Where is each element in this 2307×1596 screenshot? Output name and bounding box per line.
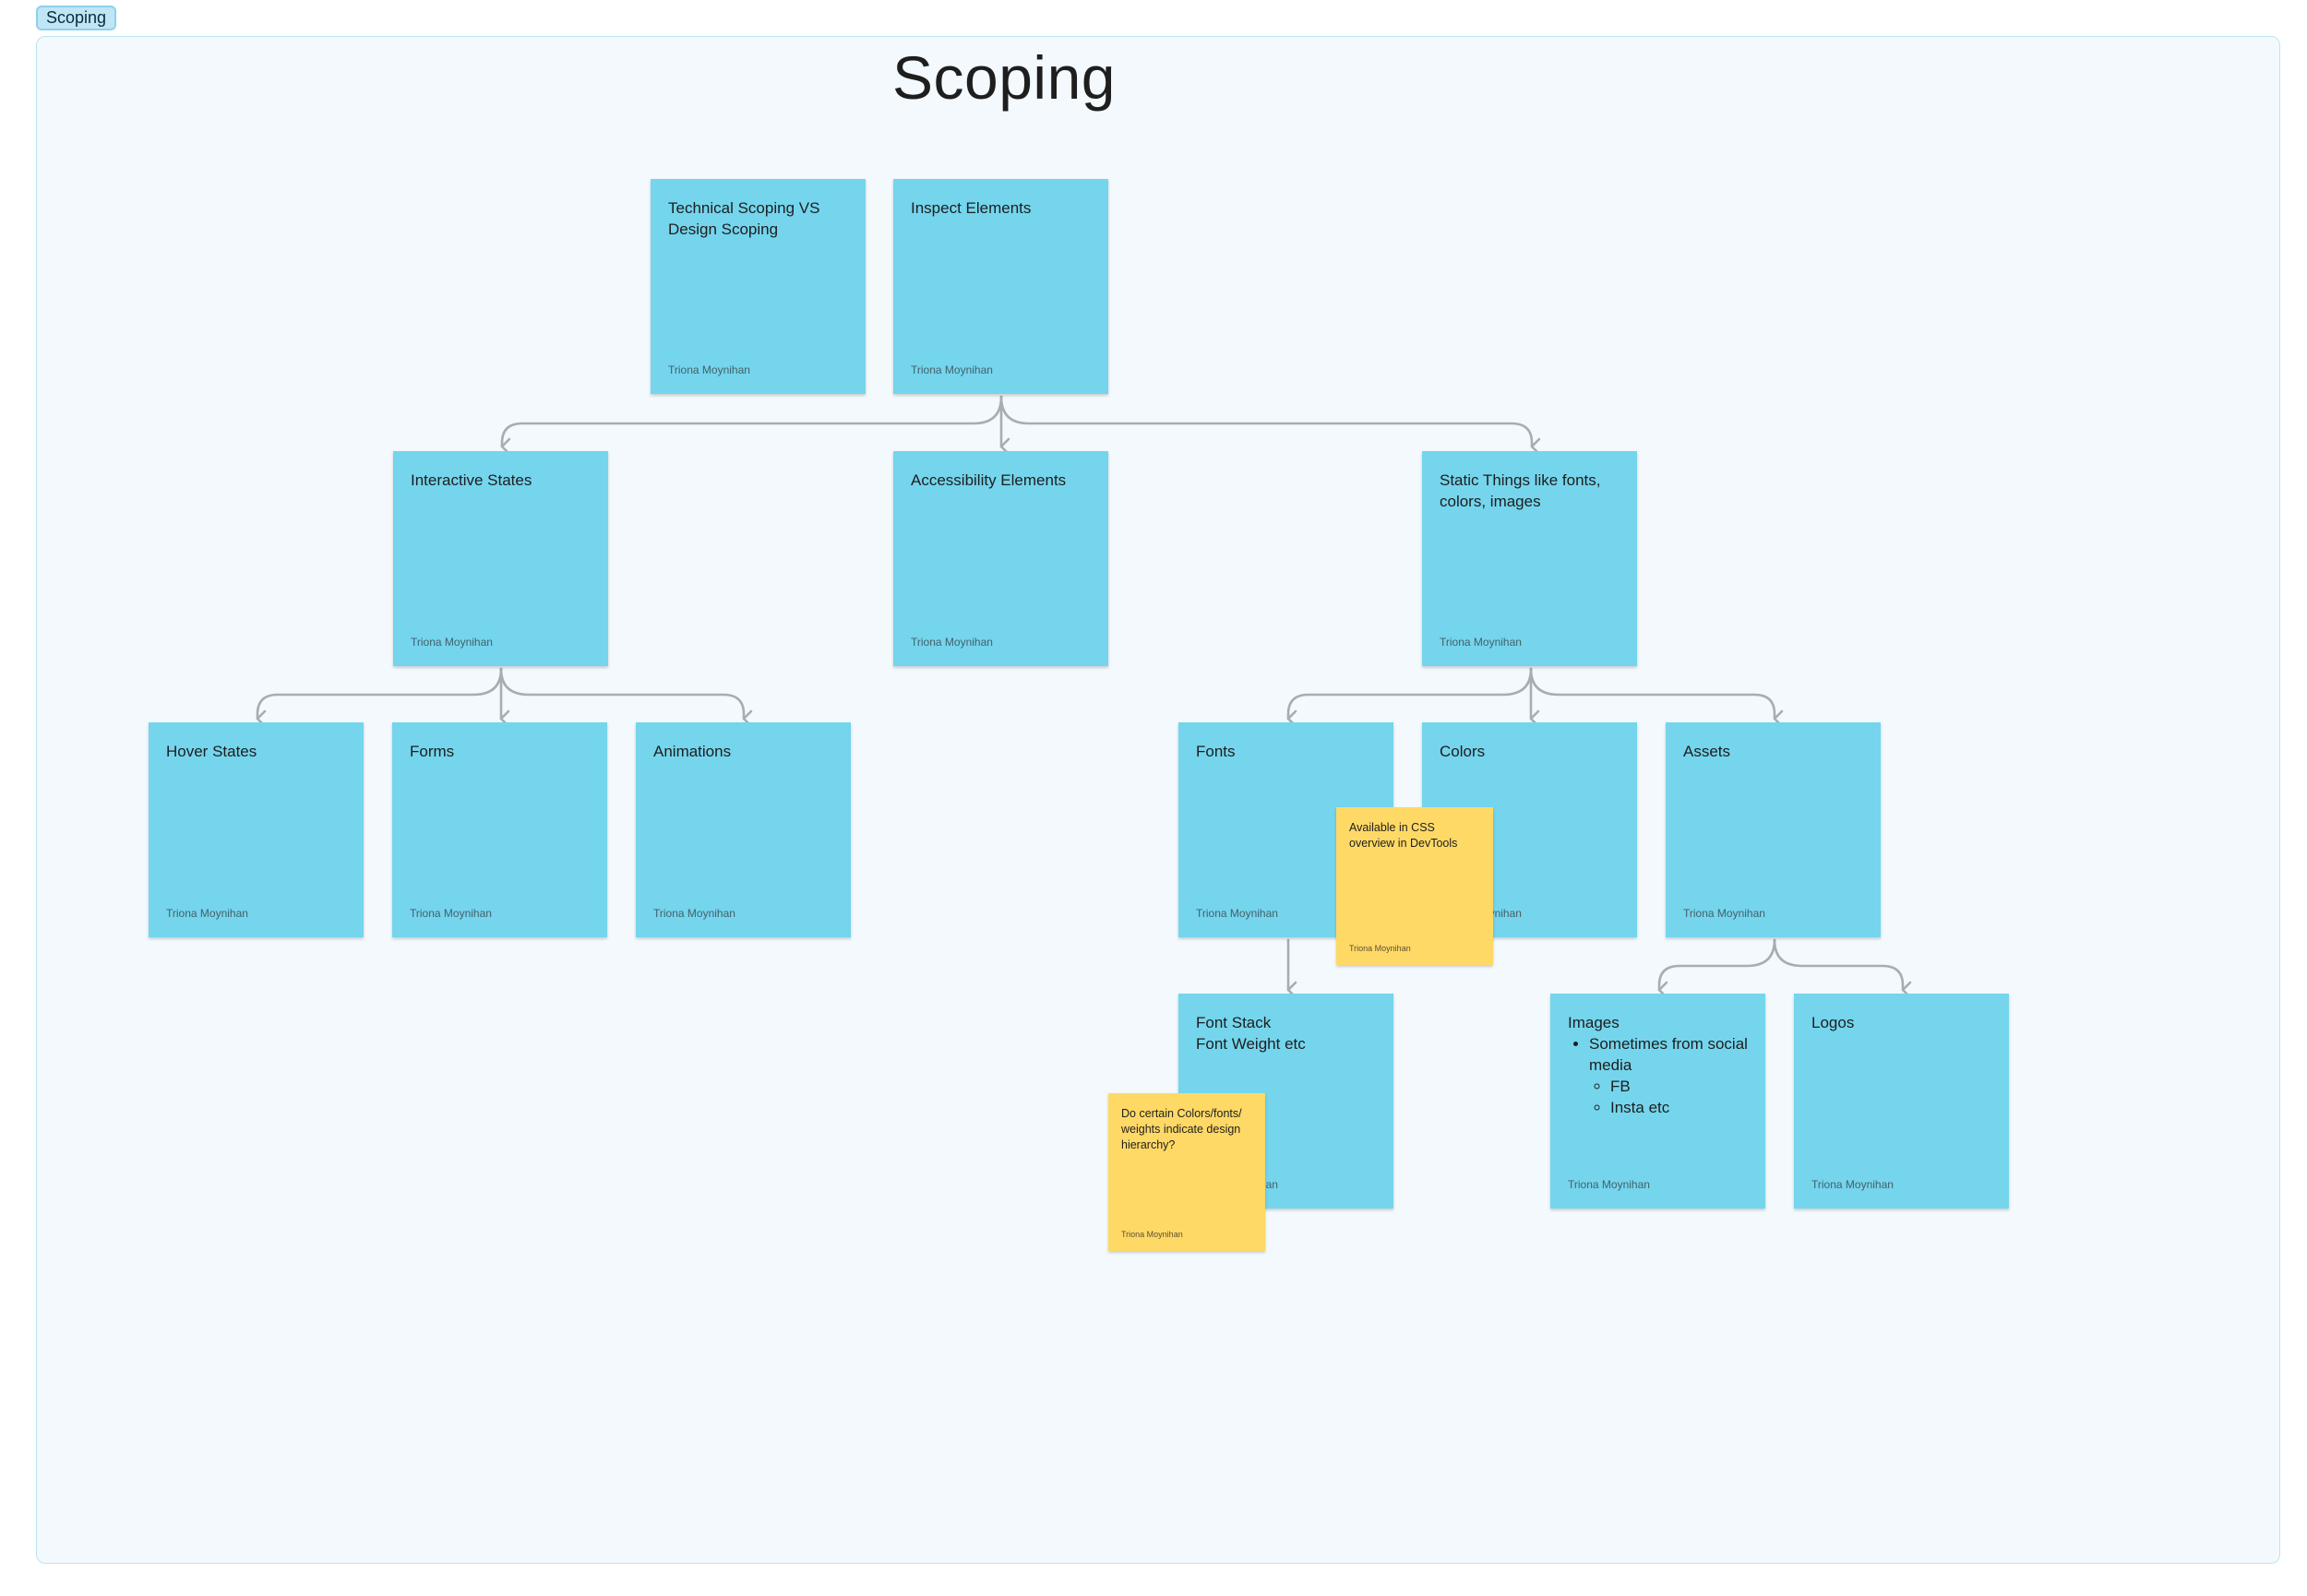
sticky-author: Triona Moynihan [911,363,993,376]
sticky-author: Triona Moynihan [1811,1178,1894,1191]
sticky-author: Triona Moynihan [410,907,492,920]
sticky-text: Technical Scoping VS Design Scoping [668,199,820,238]
sticky-hover-states[interactable]: Hover States Triona Moynihan [149,722,364,937]
sticky-author: Triona Moynihan [653,907,735,920]
sticky-text: Forms [410,743,455,760]
sticky-author: Triona Moynihan [166,907,248,920]
note-design-hierarchy[interactable]: Do certain Colors/fonts/ weights indicat… [1108,1093,1265,1251]
section-tag[interactable]: Scoping [36,6,117,30]
sticky-animations[interactable]: Animations Triona Moynihan [636,722,851,937]
sticky-text: Colors [1440,743,1486,760]
sticky-static-things[interactable]: Static Things like fonts, colors, images… [1422,451,1637,666]
note-text: Do certain Colors/fonts/ weights indicat… [1121,1107,1242,1151]
sticky-images[interactable]: Images Sometimes from social media FB In… [1550,994,1765,1209]
note-text: Available in CSS overview in DevTools [1349,821,1458,850]
sticky-text: Font Stack Font Weight etc [1196,1014,1306,1053]
sub-bullet-item: Insta etc [1610,1097,1748,1118]
sub-bullet-list: FB Insta etc [1589,1076,1748,1118]
sticky-author: Triona Moynihan [411,636,493,649]
sticky-text: Hover States [166,743,257,760]
bullet-list: Sometimes from social media FB Insta etc [1568,1033,1748,1118]
sticky-logos[interactable]: Logos Triona Moynihan [1794,994,2009,1209]
sticky-inspect-elements[interactable]: Inspect Elements Triona Moynihan [893,179,1108,394]
note-author: Triona Moynihan [1349,944,1411,953]
sticky-author: Triona Moynihan [1440,636,1522,649]
sticky-author: Triona Moynihan [1568,1178,1650,1191]
sticky-text: Logos [1811,1014,1855,1031]
sticky-accessibility-elements[interactable]: Accessibility Elements Triona Moynihan [893,451,1108,666]
sticky-interactive-states[interactable]: Interactive States Triona Moynihan [393,451,608,666]
sticky-author: Triona Moynihan [668,363,750,376]
note-css-overview[interactable]: Available in CSS overview in DevTools Tr… [1336,807,1493,965]
sticky-text: Static Things like fonts, colors, images [1440,471,1601,510]
scoping-section[interactable] [36,36,2280,1564]
sticky-text: Accessibility Elements [911,471,1067,489]
sticky-technical-scoping[interactable]: Technical Scoping VS Design Scoping Trio… [651,179,866,394]
sticky-text: Assets [1683,743,1731,760]
sub-bullet-item: FB [1610,1076,1748,1097]
sticky-text: Animations [653,743,732,760]
sticky-author: Triona Moynihan [1683,907,1765,920]
sticky-author: Triona Moynihan [911,636,993,649]
sticky-author: Triona Moynihan [1196,907,1278,920]
note-author: Triona Moynihan [1121,1230,1183,1239]
sticky-text: Fonts [1196,743,1236,760]
section-title[interactable]: Scoping [892,43,1117,112]
bullet-item: Sometimes from social media FB Insta etc [1589,1033,1748,1118]
sticky-text: Interactive States [411,471,532,489]
sticky-title: Images [1568,1014,1620,1031]
sticky-assets[interactable]: Assets Triona Moynihan [1666,722,1881,937]
sticky-forms[interactable]: Forms Triona Moynihan [392,722,607,937]
sticky-text: Inspect Elements [911,199,1032,217]
